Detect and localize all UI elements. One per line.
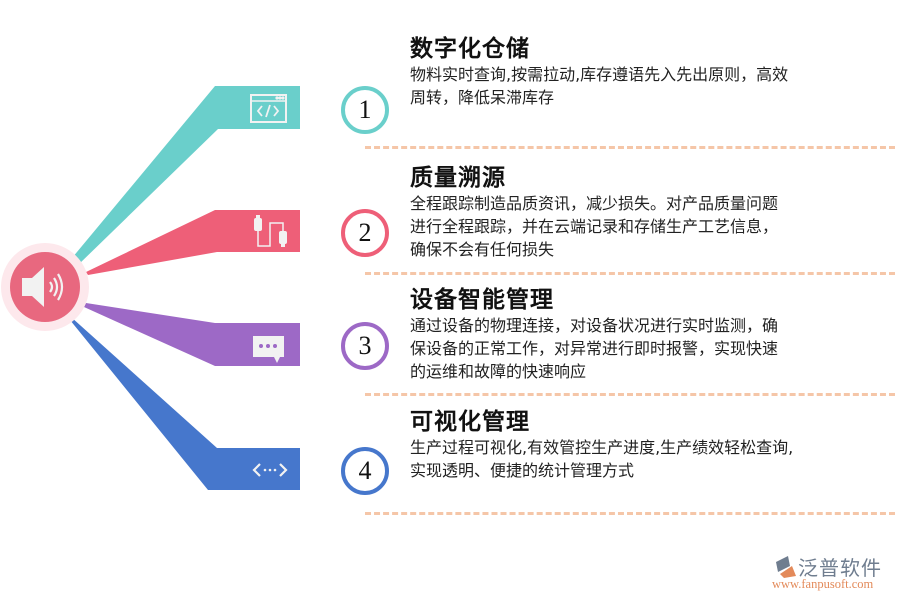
item-description-line: 物料实时查询,按需拉动,库存遵语先入先出原则，高效 <box>410 65 789 84</box>
chat-bubble-icon <box>253 336 284 363</box>
item-description-line: 确保不会有任何损失 <box>410 240 555 259</box>
logo-url: www.fanpusoft.com <box>772 577 874 591</box>
step-number-4: 4 <box>341 447 389 495</box>
item-description-line: 通过设备的物理连接，对设备状况进行实时监测，确 <box>410 316 779 335</box>
item-title: 可视化管理 <box>410 409 530 435</box>
divider-3 <box>365 393 895 396</box>
code-dots-icon <box>252 463 288 477</box>
divider-2 <box>365 272 895 275</box>
item-description-line: 的运维和故障的快速响应 <box>410 362 587 381</box>
item-description-line: 进行全程跟踪，并在云端记录和存储生产工艺信息， <box>410 217 779 236</box>
item-title: 数字化仓储 <box>410 36 530 62</box>
item-4: 可视化管理 生产过程可视化,有效管控生产进度,生产绩效轻松查询, 实现透明、便捷… <box>410 408 890 482</box>
step-number-2: 2 <box>341 209 389 257</box>
item-description-line: 全程跟踪制造品质资讯，减少损失。对产品质量问题 <box>410 194 779 213</box>
item-description-line: 生产过程可视化,有效管控生产进度,生产绩效轻松查询, <box>410 438 794 457</box>
item-1: 数字化仓储 物料实时查询,按需拉动,库存遵语先入先出原则，高效 周转，降低呆滞库… <box>410 35 890 109</box>
logo-name: 泛普软件 <box>798 556 882 580</box>
item-2: 质量溯源 全程跟踪制造品质资讯，减少损失。对产品质量问题 进行全程跟踪，并在云端… <box>410 164 890 261</box>
item-description-line: 实现透明、便捷的统计管理方式 <box>410 461 635 480</box>
branch-2 <box>86 210 300 275</box>
branch-3 <box>84 303 300 366</box>
divider-4 <box>365 512 895 515</box>
step-number-1: 1 <box>341 86 389 134</box>
divider-1 <box>365 146 895 149</box>
center-node <box>1 243 89 331</box>
item-title: 设备智能管理 <box>410 287 554 313</box>
speaker-icon <box>22 267 64 307</box>
item-description-line: 保设备的正常工作，对异常进行即时报警，实现快速 <box>410 339 779 358</box>
code-window-icon <box>250 94 287 123</box>
item-description-line: 周转，降低呆滞库存 <box>410 88 555 107</box>
item-title: 质量溯源 <box>410 165 506 191</box>
item-3: 设备智能管理 通过设备的物理连接，对设备状况进行实时监测，确 保设备的正常工作，… <box>410 286 890 383</box>
step-number-3: 3 <box>341 322 389 370</box>
branch-1 <box>72 86 300 266</box>
cable-icon <box>254 215 287 247</box>
logo-mark-icon <box>776 556 796 578</box>
branch-4 <box>70 317 300 490</box>
brand-logo: 泛普软件 www.fanpusoft.com <box>770 552 895 596</box>
